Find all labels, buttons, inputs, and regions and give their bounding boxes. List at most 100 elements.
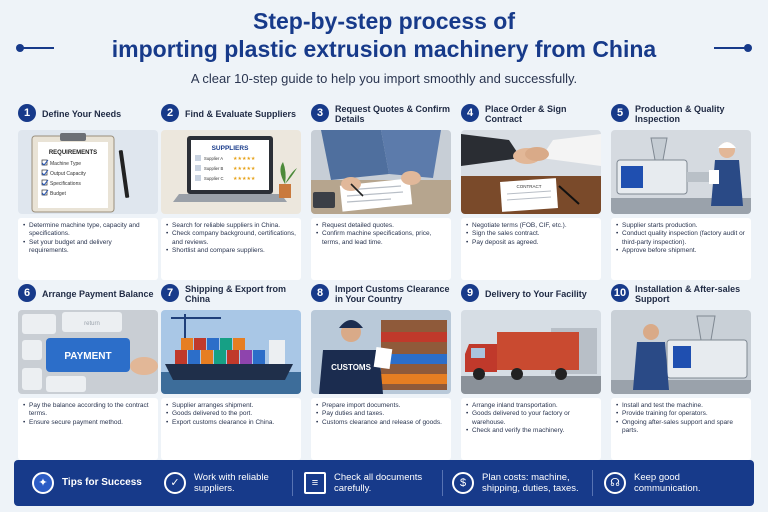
- step-title: Import Customs Clearance in Your Country: [335, 283, 450, 304]
- tip-item: ☊ Keep good communication.: [604, 460, 744, 506]
- step-2: 2 Find & Evaluate Suppliers SUPPLIERS Su…: [161, 100, 301, 280]
- step-bullet: Supplier arranges shipment.: [166, 402, 296, 411]
- step-description: Supplier starts production. Conduct qual…: [611, 218, 751, 280]
- step-bullet: Search for reliable suppliers in China.: [166, 222, 296, 231]
- step-bullet: Prepare import documents.: [316, 402, 446, 411]
- step-bullet: Ongoing after-sales support and spare pa…: [616, 419, 746, 436]
- document-icon: ≡: [304, 472, 326, 494]
- laptop-heading: SUPPLIERS: [212, 145, 250, 152]
- svg-text:Supplier C: Supplier C: [204, 176, 224, 181]
- step-bullet: Pay the balance according to the contrac…: [23, 402, 153, 419]
- step-bullet: Request detailed quotes.: [316, 222, 446, 231]
- step-title: Shipping & Export from China: [185, 283, 286, 304]
- step-bullet: Arrange inland transportation.: [466, 402, 596, 411]
- step-number: 3: [311, 104, 329, 122]
- step-9: 9 Delivery to Your Facility Arrange inla…: [461, 280, 601, 460]
- step-bullet: Pay duties and taxes.: [316, 410, 446, 419]
- step-bullet: Goods delivered to your factory or wareh…: [466, 410, 596, 427]
- step-number: 7: [161, 284, 179, 302]
- step-description: Install and test the machine. Provide tr…: [611, 398, 751, 460]
- step-title: Arrange Payment Balance: [42, 288, 154, 299]
- clipboard-item: Budget: [50, 191, 66, 197]
- step-4: 4 Place Order & Sign Contract CONTRACT N…: [461, 100, 601, 280]
- step-title: Place Order & Sign Contract: [485, 103, 567, 124]
- step-title: Find & Evaluate Suppliers: [185, 108, 297, 119]
- dollar-icon: $: [452, 472, 474, 494]
- step-10: 10 Installation & After-sales Support In…: [611, 280, 751, 460]
- step-bullet: Pay deposit as agreed.: [466, 239, 596, 248]
- key-return-label: return: [84, 321, 100, 327]
- page-subtitle: A clear 10-step guide to help you import…: [190, 71, 578, 86]
- step-description: Request detailed quotes. Confirm machine…: [311, 218, 451, 280]
- step-title: Define Your Needs: [42, 108, 122, 119]
- tip-separator: [592, 470, 593, 496]
- step-description: Arrange inland transportation. Goods del…: [461, 398, 601, 460]
- step-number: 1: [18, 104, 36, 122]
- step-bullet: Confirm machine specifications, price, t…: [316, 230, 446, 247]
- tips-heading: ✦ Tips for Success: [32, 460, 157, 506]
- step-bullet: Approve before shipment.: [616, 247, 746, 256]
- step-title: Production & Quality Inspection: [635, 103, 725, 124]
- step-bullet: Determine machine type, capacity and spe…: [23, 222, 153, 239]
- shield-check-icon: ✓: [164, 472, 186, 494]
- lightbulb-icon: ✦: [32, 472, 54, 494]
- step-8: 8 Import Customs Clearance in Your Count…: [311, 280, 451, 460]
- step-bullet: Install and test the machine.: [616, 402, 746, 411]
- step-bullet: Provide training for operators.: [616, 410, 746, 419]
- step-3: 3 Request Quotes & Confirm Details Reque…: [311, 100, 451, 280]
- step-description: Supplier arranges shipment. Goods delive…: [161, 398, 301, 460]
- delivery-truck-image: [461, 310, 601, 394]
- step-number: 5: [611, 104, 629, 122]
- clipboard-heading: REQUIREMENTS: [49, 150, 97, 156]
- svg-text:Supplier B: Supplier B: [204, 166, 224, 171]
- step-title: Delivery to Your Facility: [485, 288, 587, 299]
- svg-text:★★★★★: ★★★★★: [233, 156, 256, 162]
- step-number: 6: [18, 284, 36, 302]
- customs-vest-label: CUSTOMS: [331, 363, 372, 372]
- step-bullet: Goods delivered to the port.: [166, 410, 296, 419]
- payment-key-label: PAYMENT: [64, 351, 111, 362]
- customs-officer-image: CUSTOMS: [311, 310, 451, 394]
- step-bullet: Sign the sales contract.: [466, 230, 596, 239]
- tip-separator: [292, 470, 293, 496]
- clipboard-item: Specifications: [50, 181, 81, 187]
- step-5: 5 Production & Quality Inspection Suppli…: [611, 100, 751, 280]
- step-6: 6 Arrange Payment Balance return PAYMENT…: [18, 280, 158, 460]
- handshake-contract-image: CONTRACT: [461, 130, 601, 214]
- step-description: Determine machine type, capacity and spe…: [18, 218, 158, 280]
- step-description: Negotiate terms (FOB, CIF, etc.). Sign t…: [461, 218, 601, 280]
- step-number: 8: [311, 284, 329, 302]
- clipboard-item: Output Capacity: [50, 171, 86, 177]
- step-bullet: Conduct quality inspection (factory audi…: [616, 230, 746, 247]
- step-description: Prepare import documents. Pay duties and…: [311, 398, 451, 460]
- page-title-line2: importing plastic extrusion machinery fr…: [111, 36, 657, 62]
- step-description: Pay the balance according to the contrac…: [18, 398, 158, 460]
- svg-text:Supplier A: Supplier A: [204, 156, 223, 161]
- step-number: 2: [161, 104, 179, 122]
- tips-bar: ✦ Tips for Success ✓ Work with reliable …: [14, 460, 754, 506]
- step-bullet: Check and verify the machinery.: [466, 427, 596, 436]
- step-bullet: Ensure secure payment method.: [23, 419, 153, 428]
- tip-item: $ Plan costs: machine, shipping, duties,…: [452, 460, 602, 506]
- step-number: 10: [611, 284, 629, 302]
- step-title: Installation & After-sales Support: [635, 283, 741, 304]
- clipboard-item: Machine Type: [50, 161, 81, 167]
- step-bullet: Shortlist and compare suppliers.: [166, 247, 296, 256]
- step-bullet: Export customs clearance in China.: [166, 419, 296, 428]
- header: Step-by-step process of importing plasti…: [0, 0, 768, 96]
- page-title-line1: Step-by-step process of: [253, 8, 515, 34]
- step-description: Search for reliable suppliers in China. …: [161, 218, 301, 280]
- step-7: 7 Shipping & Export from China Suppli: [161, 280, 301, 460]
- tip-item: ✓ Work with reliable suppliers.: [164, 460, 299, 506]
- step-bullet: Negotiate terms (FOB, CIF, etc.).: [466, 222, 596, 231]
- step-title: Request Quotes & Confirm Details: [335, 103, 451, 124]
- svg-text:★★★★★: ★★★★★: [233, 176, 256, 182]
- step-bullet: Set your budget and delivery requirement…: [23, 239, 153, 256]
- title-decoration-right: [714, 44, 752, 52]
- headset-icon: ☊: [604, 472, 626, 494]
- step-bullet: Check company background, certifications…: [166, 230, 296, 247]
- step-bullet: Customs clearance and release of goods.: [316, 419, 446, 428]
- tip-item: ≡ Check all documents carefully.: [304, 460, 444, 506]
- payment-keyboard-image: return PAYMENT: [18, 310, 158, 394]
- step-number: 4: [461, 104, 479, 122]
